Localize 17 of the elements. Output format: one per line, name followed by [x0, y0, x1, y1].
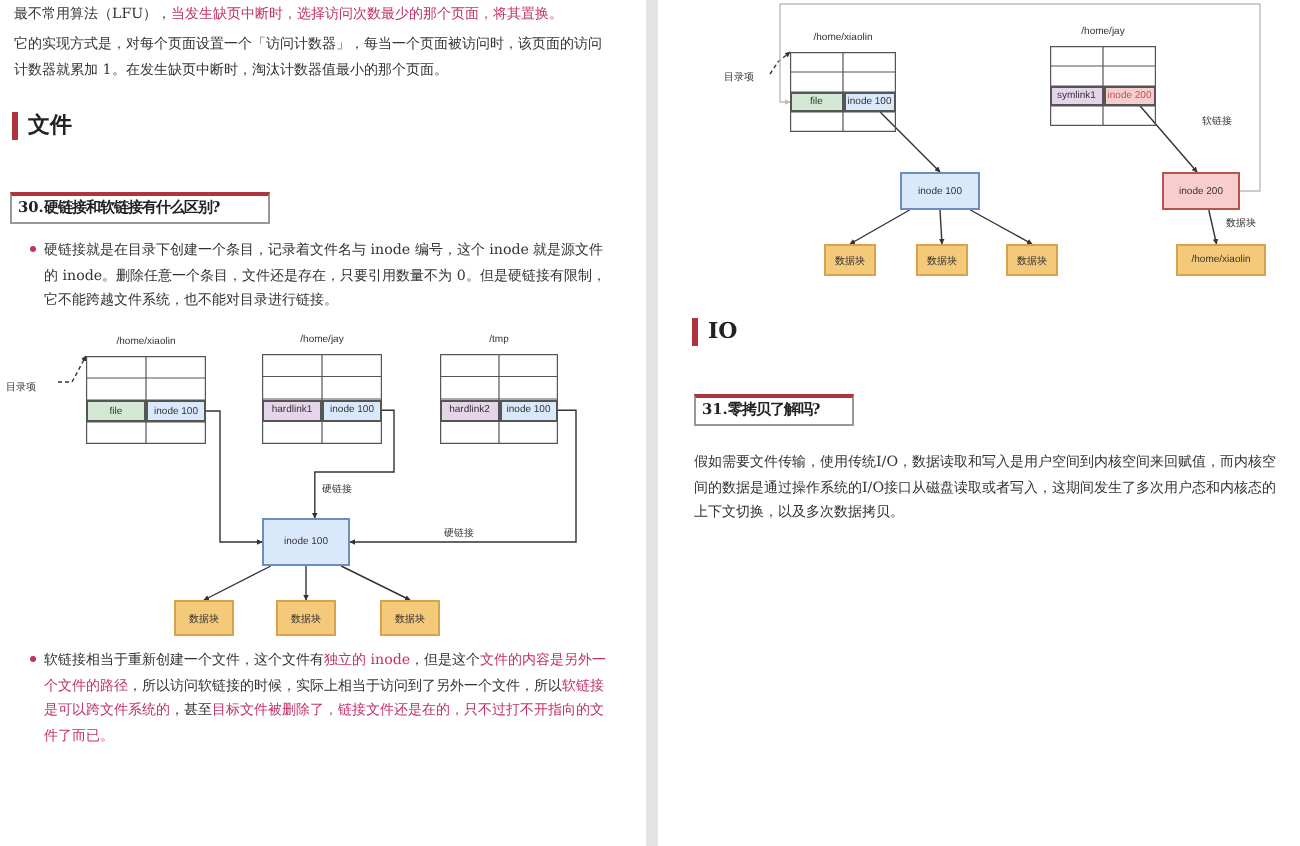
arrow: [969, 209, 1033, 245]
arrow: [303, 565, 309, 601]
arrow: [205, 410, 263, 545]
arrow: [849, 209, 911, 245]
arrow: [1139, 105, 1198, 173]
arrow: [349, 409, 577, 545]
arrow: [312, 409, 395, 519]
arrow: [340, 565, 411, 601]
arrow: [779, 3, 1261, 192]
arrow: [938, 209, 945, 245]
section-heading: 文件: [12, 112, 112, 140]
leader-line: [769, 51, 791, 75]
arrow: [1208, 209, 1219, 245]
arrow: [879, 111, 941, 173]
leader-line: [57, 355, 87, 383]
arrow: [203, 565, 272, 601]
section-heading: IO: [692, 318, 792, 346]
